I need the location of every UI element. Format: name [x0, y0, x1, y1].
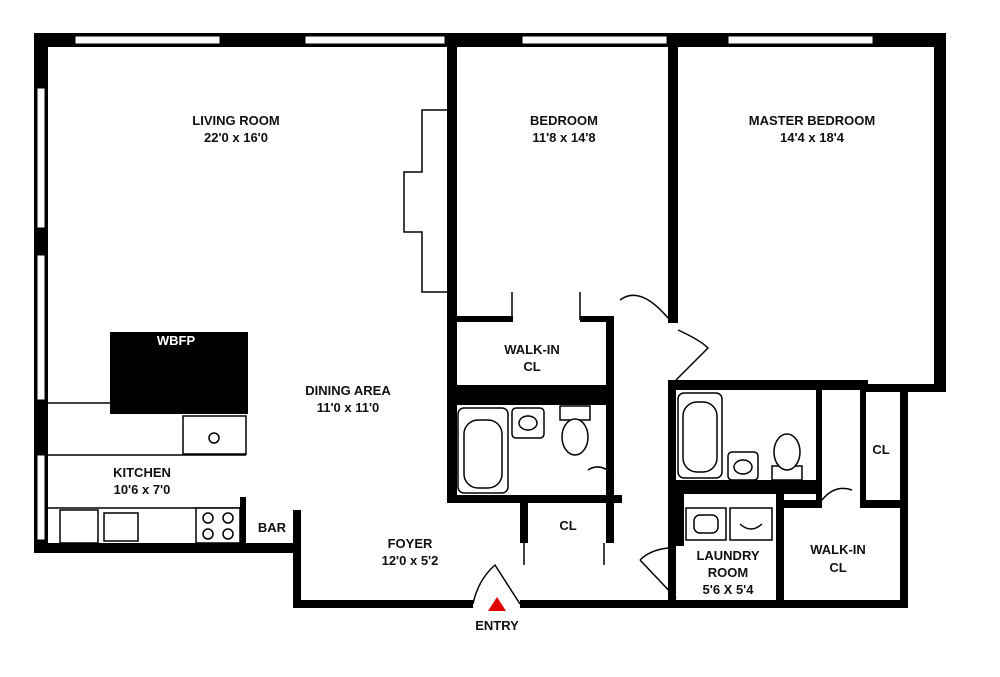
dining-area-label: DINING AREA [305, 383, 391, 398]
bathroom-1-fixtures [457, 405, 591, 494]
windows-left [36, 87, 46, 541]
dining-area-dimensions: 11'0 x 11'0 [317, 400, 380, 415]
burner-icon [208, 432, 220, 444]
cooktop-island [182, 415, 247, 455]
bathroom-2-fixtures [677, 392, 803, 481]
walk-in-closet-1-label-2: CL [523, 359, 540, 374]
living-room-dimensions: 22'0 x 16'0 [204, 130, 268, 145]
kitchen-label: KITCHEN [113, 465, 171, 480]
windows-top [74, 35, 874, 45]
walk-in-closet-1-label: WALK-IN [504, 342, 560, 357]
entry-marker-icon [488, 597, 506, 611]
walk-in-closet-2-label-2: CL [829, 560, 846, 575]
foyer-label: FOYER [388, 536, 433, 551]
master-bedroom-label: MASTER BEDROOM [749, 113, 875, 128]
living-room-label: LIVING ROOM [192, 113, 279, 128]
interior-walls [240, 33, 908, 608]
laundry-appliances [685, 507, 773, 541]
kitchen-dimensions: 10'6 x 7'0 [114, 482, 171, 497]
bar-label: BAR [258, 520, 287, 535]
laundry-label-2: ROOM [708, 565, 748, 580]
bedroom-label: BEDROOM [530, 113, 598, 128]
walk-in-closet-2-label: WALK-IN [810, 542, 866, 557]
bedroom-dimensions: 11'8 x 14'8 [532, 130, 595, 145]
wbfp-label: WBFP [157, 333, 196, 348]
master-closet-label: CL [872, 442, 889, 457]
foyer-dimensions: 12'0 x 5'2 [382, 553, 439, 568]
kitchen-counter [48, 507, 241, 544]
door-swings [472, 292, 863, 605]
hall-closet-label: CL [559, 518, 576, 533]
laundry-label: LAUNDRY [696, 548, 759, 563]
entry-label: ENTRY [475, 618, 519, 633]
master-bedroom-dimensions: 14'4 x 18'4 [780, 130, 845, 145]
fireplace-block [110, 332, 248, 414]
bay-outline [403, 109, 447, 293]
laundry-dimensions: 5'6 X 5'4 [703, 582, 755, 597]
